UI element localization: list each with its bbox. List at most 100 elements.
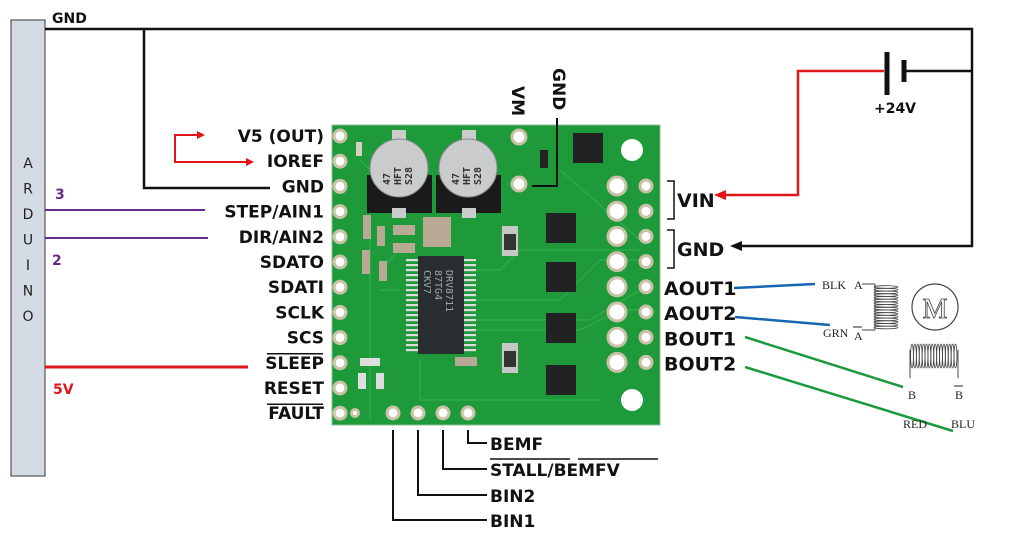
mosfet: [546, 313, 576, 343]
pin-hole: [332, 330, 348, 346]
pin-hole: [350, 408, 360, 418]
pin-hole: [638, 178, 654, 194]
mounting-hole: [621, 389, 643, 411]
coil-b-label: B: [908, 388, 916, 402]
motor-m-label: M: [923, 294, 948, 325]
red-label: RED: [903, 417, 927, 431]
arduino-letter: U: [23, 233, 33, 249]
power-hole: [606, 225, 628, 247]
power-hole: [606, 200, 628, 222]
motor-circle: [911, 283, 959, 331]
pin-hole: [638, 329, 654, 345]
bottom-pin-labels: BEMF STALL/BEMFV BIN2 BIN1: [490, 435, 658, 532]
output-label-aout2: AOUT2: [664, 303, 736, 325]
coil-a-label: A: [854, 278, 863, 292]
stall-bemfv-label: STALL/BEMFV: [490, 458, 658, 481]
power-hole: [606, 276, 628, 298]
battery-label: +24V: [874, 101, 916, 117]
pin-hole: [385, 405, 401, 421]
pin-hole: [332, 254, 348, 270]
svg-text:47HFTS28: 47HFTS28: [451, 167, 484, 185]
pin-hole: [638, 279, 654, 295]
pin-label-ioref: IOREF: [267, 152, 324, 172]
arduino-letter: O: [22, 309, 33, 325]
output-label-bout1: BOUT1: [664, 328, 736, 350]
pin-hole: [638, 354, 654, 370]
vin-label: VIN: [677, 190, 715, 212]
battery-24v: +24V: [714, 52, 972, 200]
pin-hole: [638, 228, 654, 244]
pin-hole: [332, 355, 348, 371]
capacitor-1: 47HFTS28: [367, 130, 432, 218]
pin-label-sdato: SDATO: [260, 253, 324, 273]
arduino-letter: I: [26, 258, 30, 274]
signal-wires: 3 2 5V: [45, 187, 248, 398]
stepper-motor-symbol: BLK GRN RED BLU A A B B M: [822, 278, 975, 431]
pin-hole: [332, 204, 348, 220]
power-hole: [606, 301, 628, 323]
coil-a-bar-label: A: [853, 326, 863, 343]
pin-hole: [332, 178, 348, 194]
mosfet: [546, 365, 576, 395]
svg-text:STALL/BEMFV: STALL/BEMFV: [490, 461, 621, 481]
pin-hole: [435, 405, 451, 421]
arduino-letter: N: [23, 284, 33, 300]
drv8711-board: 47HFTS28 47HFTS28 DRV871187TG4CKV7: [331, 124, 661, 426]
pin-hole: [638, 254, 654, 270]
smd-capacitor: [423, 217, 451, 247]
power-gnd-label: GND: [677, 239, 724, 261]
mosfet: [546, 213, 576, 243]
step-pin-number: 3: [55, 187, 65, 203]
pin-hole: [332, 153, 348, 169]
mounting-hole: [621, 139, 643, 161]
power-hole: [606, 326, 628, 348]
power-hole: [606, 351, 628, 373]
arrow-icon: [197, 131, 205, 139]
pin-hole: [332, 380, 348, 396]
v5-ioref-jumper: [174, 131, 254, 166]
power-hole: [606, 251, 628, 273]
pin-label-v5-out-: V5 (OUT): [238, 127, 324, 147]
pin-hole: [332, 279, 348, 295]
top-gnd-label: GND: [52, 11, 87, 27]
arduino-letter: A: [23, 156, 33, 172]
gnd-wire-network: GND: [45, 11, 974, 251]
blu-label: BLU: [951, 417, 975, 431]
pin-hole: [332, 405, 348, 421]
5v-label: 5V: [53, 382, 74, 398]
power-hole: [606, 175, 628, 197]
pin-label-step-ain1: STEP/AIN1: [224, 203, 324, 223]
grn-label: GRN: [823, 326, 849, 340]
arduino-letter: R: [23, 182, 33, 198]
motor-wires: [733, 282, 954, 433]
output-label-aout1: AOUT1: [664, 278, 736, 300]
vm-label: VM: [507, 86, 527, 116]
pin-label-sclk: SCLK: [275, 303, 325, 323]
arduino-letter: D: [23, 207, 34, 223]
pin-label-gnd: GND: [282, 177, 324, 197]
svg-text:DRV871187TG4CKV7: DRV871187TG4CKV7: [421, 270, 454, 312]
top-gnd-pin-label: GND: [548, 68, 568, 110]
pin-label-sdati: SDATI: [268, 278, 324, 298]
drv8711-chip: DRV871187TG4CKV7: [406, 256, 476, 354]
pin-hole: [332, 128, 348, 144]
svg-text:B: B: [955, 388, 963, 402]
bin2-label: BIN2: [490, 487, 535, 507]
arrow-icon: [246, 158, 254, 166]
regulator-chip: [573, 133, 603, 163]
pin-hole: [410, 405, 426, 421]
bottom-pin-wires: [392, 430, 487, 521]
pin-hole: [638, 304, 654, 320]
pin-hole: [638, 203, 654, 219]
pin-hole: [332, 229, 348, 245]
bin1-label: BIN1: [490, 512, 535, 532]
top-pin-labels: VM GND: [507, 68, 568, 187]
pin-label-dir-ain2: DIR/AIN2: [239, 228, 324, 248]
pin-label-reset: RESET: [264, 379, 325, 399]
gnd-arrowhead-icon: [730, 241, 742, 251]
blk-label: BLK: [822, 278, 846, 292]
power-pin-labels: VIN GND: [667, 180, 724, 269]
